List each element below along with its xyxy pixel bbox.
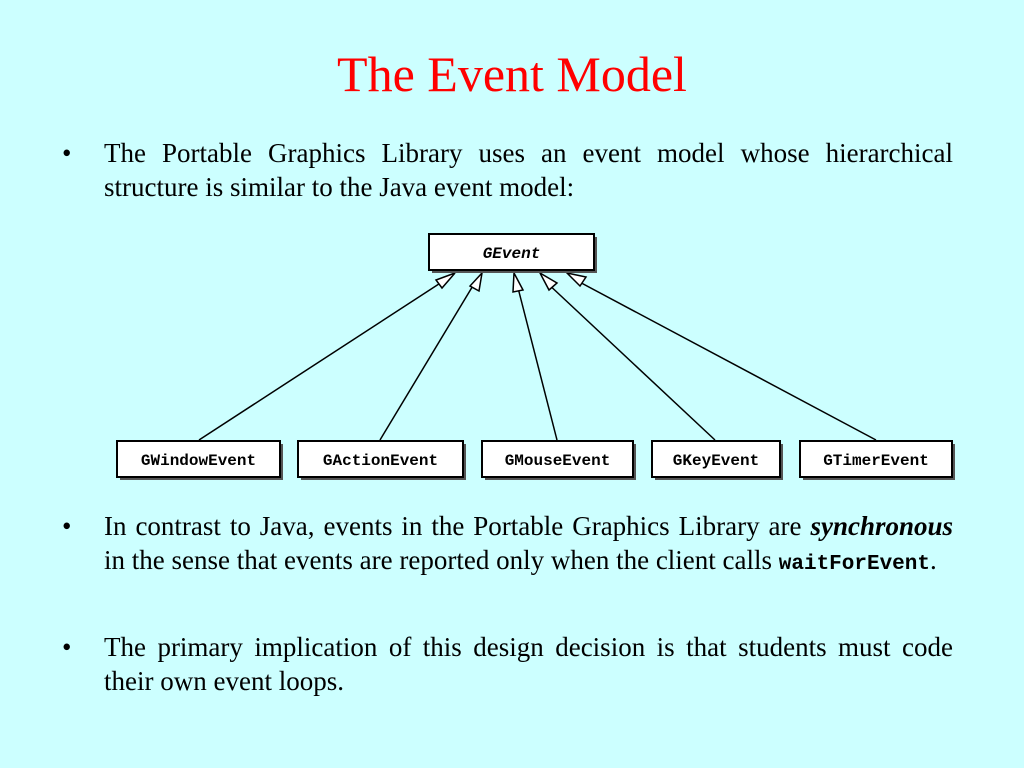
node-gkeyevent-label: GKeyEvent <box>673 452 759 470</box>
bullet-implication: • The primary implication of this design… <box>62 630 953 698</box>
inheritance-line-gwindowevent <box>198 279 446 441</box>
bullet-marker: • <box>62 511 72 541</box>
node-gtimerevent: GTimerEvent <box>799 440 953 478</box>
inheritance-line-gtimerevent <box>571 277 877 441</box>
bullet-intro: • The Portable Graphics Library uses an … <box>62 136 953 204</box>
arrowhead-icon <box>512 270 525 293</box>
inheritance-line-gactionevent <box>379 283 475 441</box>
node-gtimerevent-label: GTimerEvent <box>823 452 929 470</box>
inheritance-line-gmouseevent <box>516 283 558 441</box>
bullet-synchronous: • In contrast to Java, events in the Por… <box>62 509 954 582</box>
bullet-synchronous-suffix: . <box>930 545 937 575</box>
node-gmouseevent: GMouseEvent <box>481 440 634 478</box>
node-gwindowevent: GWindowEvent <box>116 440 281 478</box>
wait-for-event-code: waitForEvent <box>778 553 930 576</box>
bullet-implication-text: The primary implication of this design d… <box>104 632 953 696</box>
bullet-synchronous-prefix: In contrast to Java, events in the Porta… <box>104 511 802 541</box>
node-gevent: GEvent <box>428 233 595 271</box>
node-gwindowevent-label: GWindowEvent <box>141 452 256 470</box>
bullet-intro-text: The Portable Graphics Library uses an ev… <box>104 138 953 202</box>
arrowhead-icon <box>564 271 588 288</box>
node-gkeyevent: GKeyEvent <box>651 440 781 478</box>
inheritance-line-gkeyevent <box>544 280 716 441</box>
synchronous-emphasis: synchronous <box>810 511 954 541</box>
arrowhead-icon <box>468 270 484 293</box>
bullet-synchronous-middle: in the sense that events are reported on… <box>104 545 773 575</box>
arrowhead-icon <box>434 272 456 290</box>
slide-title: The Event Model <box>337 46 687 102</box>
arrowhead-icon <box>538 271 559 292</box>
bullet-marker: • <box>62 632 72 662</box>
node-gevent-label: GEvent <box>483 245 541 263</box>
node-gactionevent: GActionEvent <box>297 440 464 478</box>
bullet-marker: • <box>62 138 72 168</box>
node-gactionevent-label: GActionEvent <box>323 452 438 470</box>
node-gmouseevent-label: GMouseEvent <box>505 452 611 470</box>
